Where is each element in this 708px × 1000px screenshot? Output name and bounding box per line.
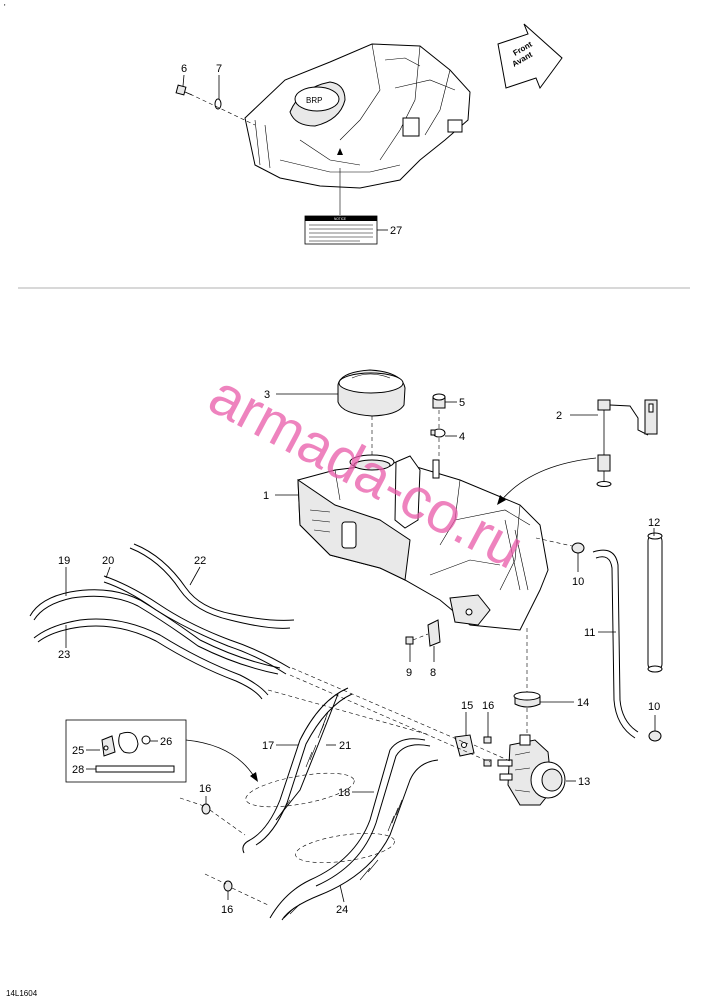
callout-7: 7: [216, 63, 222, 75]
callout-21: 21: [339, 740, 351, 752]
hose-24: [281, 759, 439, 921]
callout-8: 8: [430, 667, 436, 679]
hose-22: [129, 543, 295, 629]
callout-14: 14: [577, 697, 589, 709]
callout-15: 15: [461, 700, 473, 712]
clamp-10-lower: [648, 730, 662, 742]
clip-16-pump: [483, 736, 492, 767]
corner-mark: ': [4, 3, 6, 12]
callout-11: 11: [584, 627, 595, 639]
callout-4: 4: [459, 431, 465, 443]
clamp-4: [430, 428, 446, 438]
callout-27: 27: [390, 225, 402, 237]
callout-17: 17: [262, 740, 274, 752]
front-arrow: Front Avant: [497, 23, 563, 90]
bracket-8: [427, 619, 441, 647]
callout-19: 19: [58, 555, 70, 567]
hose-12: [647, 532, 663, 673]
hose-21: [275, 693, 339, 821]
page-id: 14L1604: [6, 989, 38, 998]
hose-18: [269, 738, 431, 919]
callout-12: 12: [648, 517, 660, 529]
callout-6: 6: [181, 63, 187, 75]
callout-2: 2: [556, 410, 562, 422]
callout-16-third: 16: [221, 904, 233, 916]
callout-3: 3: [264, 389, 270, 401]
clamp-10-upper: [571, 542, 585, 554]
clip-16-lower: [223, 880, 233, 892]
notice-label: NOTICE: [304, 215, 378, 245]
svg-text:BRP: BRP: [306, 96, 322, 105]
tie-26: [118, 731, 151, 754]
tank-overview: BRP: [244, 43, 471, 215]
hose-11: [592, 549, 639, 739]
vent-cap: [432, 393, 446, 409]
callout-26: 26: [160, 736, 172, 748]
hose-20: [103, 575, 291, 675]
oil-tank: [297, 454, 549, 631]
hose-17: [242, 687, 353, 854]
callout-10-second: 10: [648, 701, 660, 713]
hose-23: [33, 618, 269, 700]
callout-25: 25: [72, 745, 84, 757]
callout-18: 18: [338, 787, 350, 799]
callout-24: 24: [336, 904, 348, 916]
callout-1: 1: [263, 490, 269, 502]
inset-box: [65, 719, 187, 783]
callout-5: 5: [459, 397, 465, 409]
oil-cap: [337, 369, 406, 417]
callout-22: 22: [194, 555, 206, 567]
callout-13: 13: [578, 776, 590, 788]
screw-6: [175, 84, 193, 96]
oil-pump: [497, 734, 566, 806]
notice-heading: NOTICE: [334, 217, 346, 221]
callout-10: 10: [572, 576, 584, 588]
strap-28: [95, 765, 175, 773]
callout-16: 16: [482, 700, 494, 712]
hose-19: [29, 589, 281, 675]
seal-14: [513, 691, 541, 708]
callout-28: 28: [72, 764, 84, 776]
callout-20: 20: [102, 555, 114, 567]
plate-25: [101, 735, 116, 757]
callout-23: 23: [58, 649, 70, 661]
plate-15: [454, 734, 475, 757]
callout-9: 9: [406, 667, 412, 679]
screw-9: [405, 636, 414, 645]
callout-16-second: 16: [199, 783, 211, 795]
level-sensor: [596, 399, 658, 487]
